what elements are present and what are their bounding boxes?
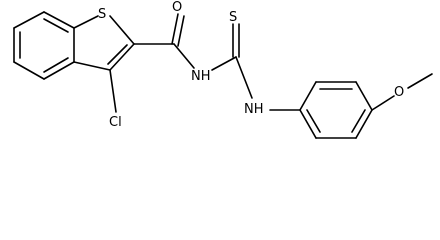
chemical-structure-diagram: S O S NH NH Cl O <box>13 0 433 139</box>
oxygen-methyl-bond <box>407 73 433 89</box>
thiocarbonyl-nh-bond <box>235 56 253 99</box>
benzo-ring <box>13 11 75 80</box>
carbonyl-double-bond <box>171 13 185 47</box>
nh-thiocarbonyl-bond <box>211 56 237 71</box>
aryl-oxygen-bond <box>371 95 395 111</box>
thione-sulfur-label: S <box>229 10 237 25</box>
c-cl-bond <box>109 69 117 113</box>
chlorine-label: Cl <box>109 115 122 130</box>
carbonyl-nh-bond <box>173 43 195 69</box>
ring-sulfur-label: S <box>98 7 106 22</box>
amine-nitrogen-label: NH <box>244 102 264 117</box>
imide-nitrogen-label: NH <box>191 69 211 84</box>
ether-oxygen-label: O <box>394 85 404 100</box>
thiophene-ring <box>73 15 135 71</box>
carbonyl-oxygen-label: O <box>172 0 182 15</box>
structure-canvas: S O S NH NH Cl O <box>13 0 433 139</box>
thione-double-bond <box>232 23 240 58</box>
methoxyphenyl-ring <box>299 81 373 139</box>
